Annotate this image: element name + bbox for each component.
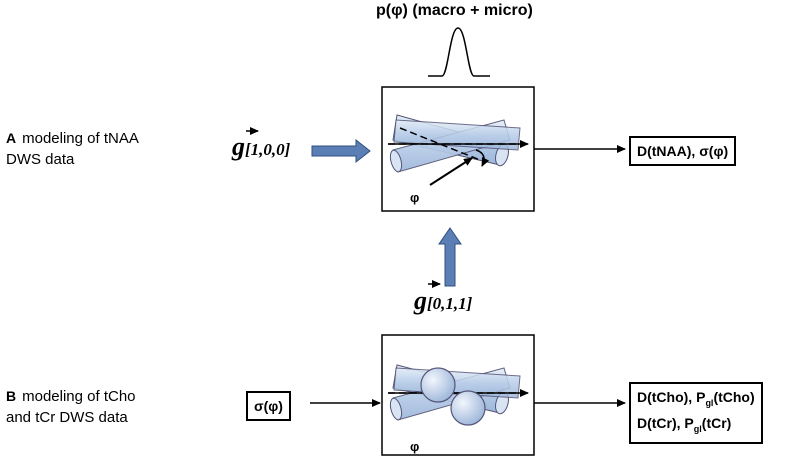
g2-symbol: g (414, 286, 427, 315)
section-a-line2: DWS data (6, 151, 75, 168)
section-b-line2: and tCr DWS data (6, 409, 128, 426)
output-box-a: D(tNAA), σ(φ) (629, 136, 737, 166)
section-a-line1: modeling of tNAA (22, 130, 139, 147)
distribution-title: p(φ) (macro + micro) (376, 2, 533, 19)
gradient-vector-a: g[1,0,0] (232, 132, 290, 162)
sphere-upper (420, 367, 456, 403)
fiber-cylinders-a (388, 114, 529, 186)
block-arrow-up (438, 227, 462, 287)
gradient-vector-b: g[0,1,1] (414, 286, 472, 316)
output-box-b: D(tCho), Pgl(tCho) D(tCr), Pgl(tCr) (629, 382, 763, 444)
sphere-lower (450, 390, 486, 426)
phi-label-bottom: φ (410, 439, 420, 454)
block-arrow-right (311, 138, 371, 164)
g2-index: [0,1,1] (427, 294, 473, 313)
section-b-line1: modeling of tCho (22, 388, 136, 405)
input-b-text: σ(φ) (254, 398, 283, 414)
phi-label-top: φ (410, 190, 420, 205)
section-b-letter: B (6, 388, 17, 404)
g1-symbol: g (232, 132, 245, 161)
fiber-cylinders-b (388, 364, 529, 426)
output-b-line1: D(tCho), Pgl(tCho) (637, 389, 755, 408)
distribution-curve (428, 27, 490, 77)
output-a-text: D(tNAA), σ(φ) (637, 143, 729, 159)
output-b-line2: D(tCr), Pgl(tCr) (637, 414, 732, 434)
section-a-letter: A (6, 130, 17, 146)
g1-index: [1,0,0] (245, 140, 291, 159)
input-box-b: σ(φ) (246, 391, 291, 421)
